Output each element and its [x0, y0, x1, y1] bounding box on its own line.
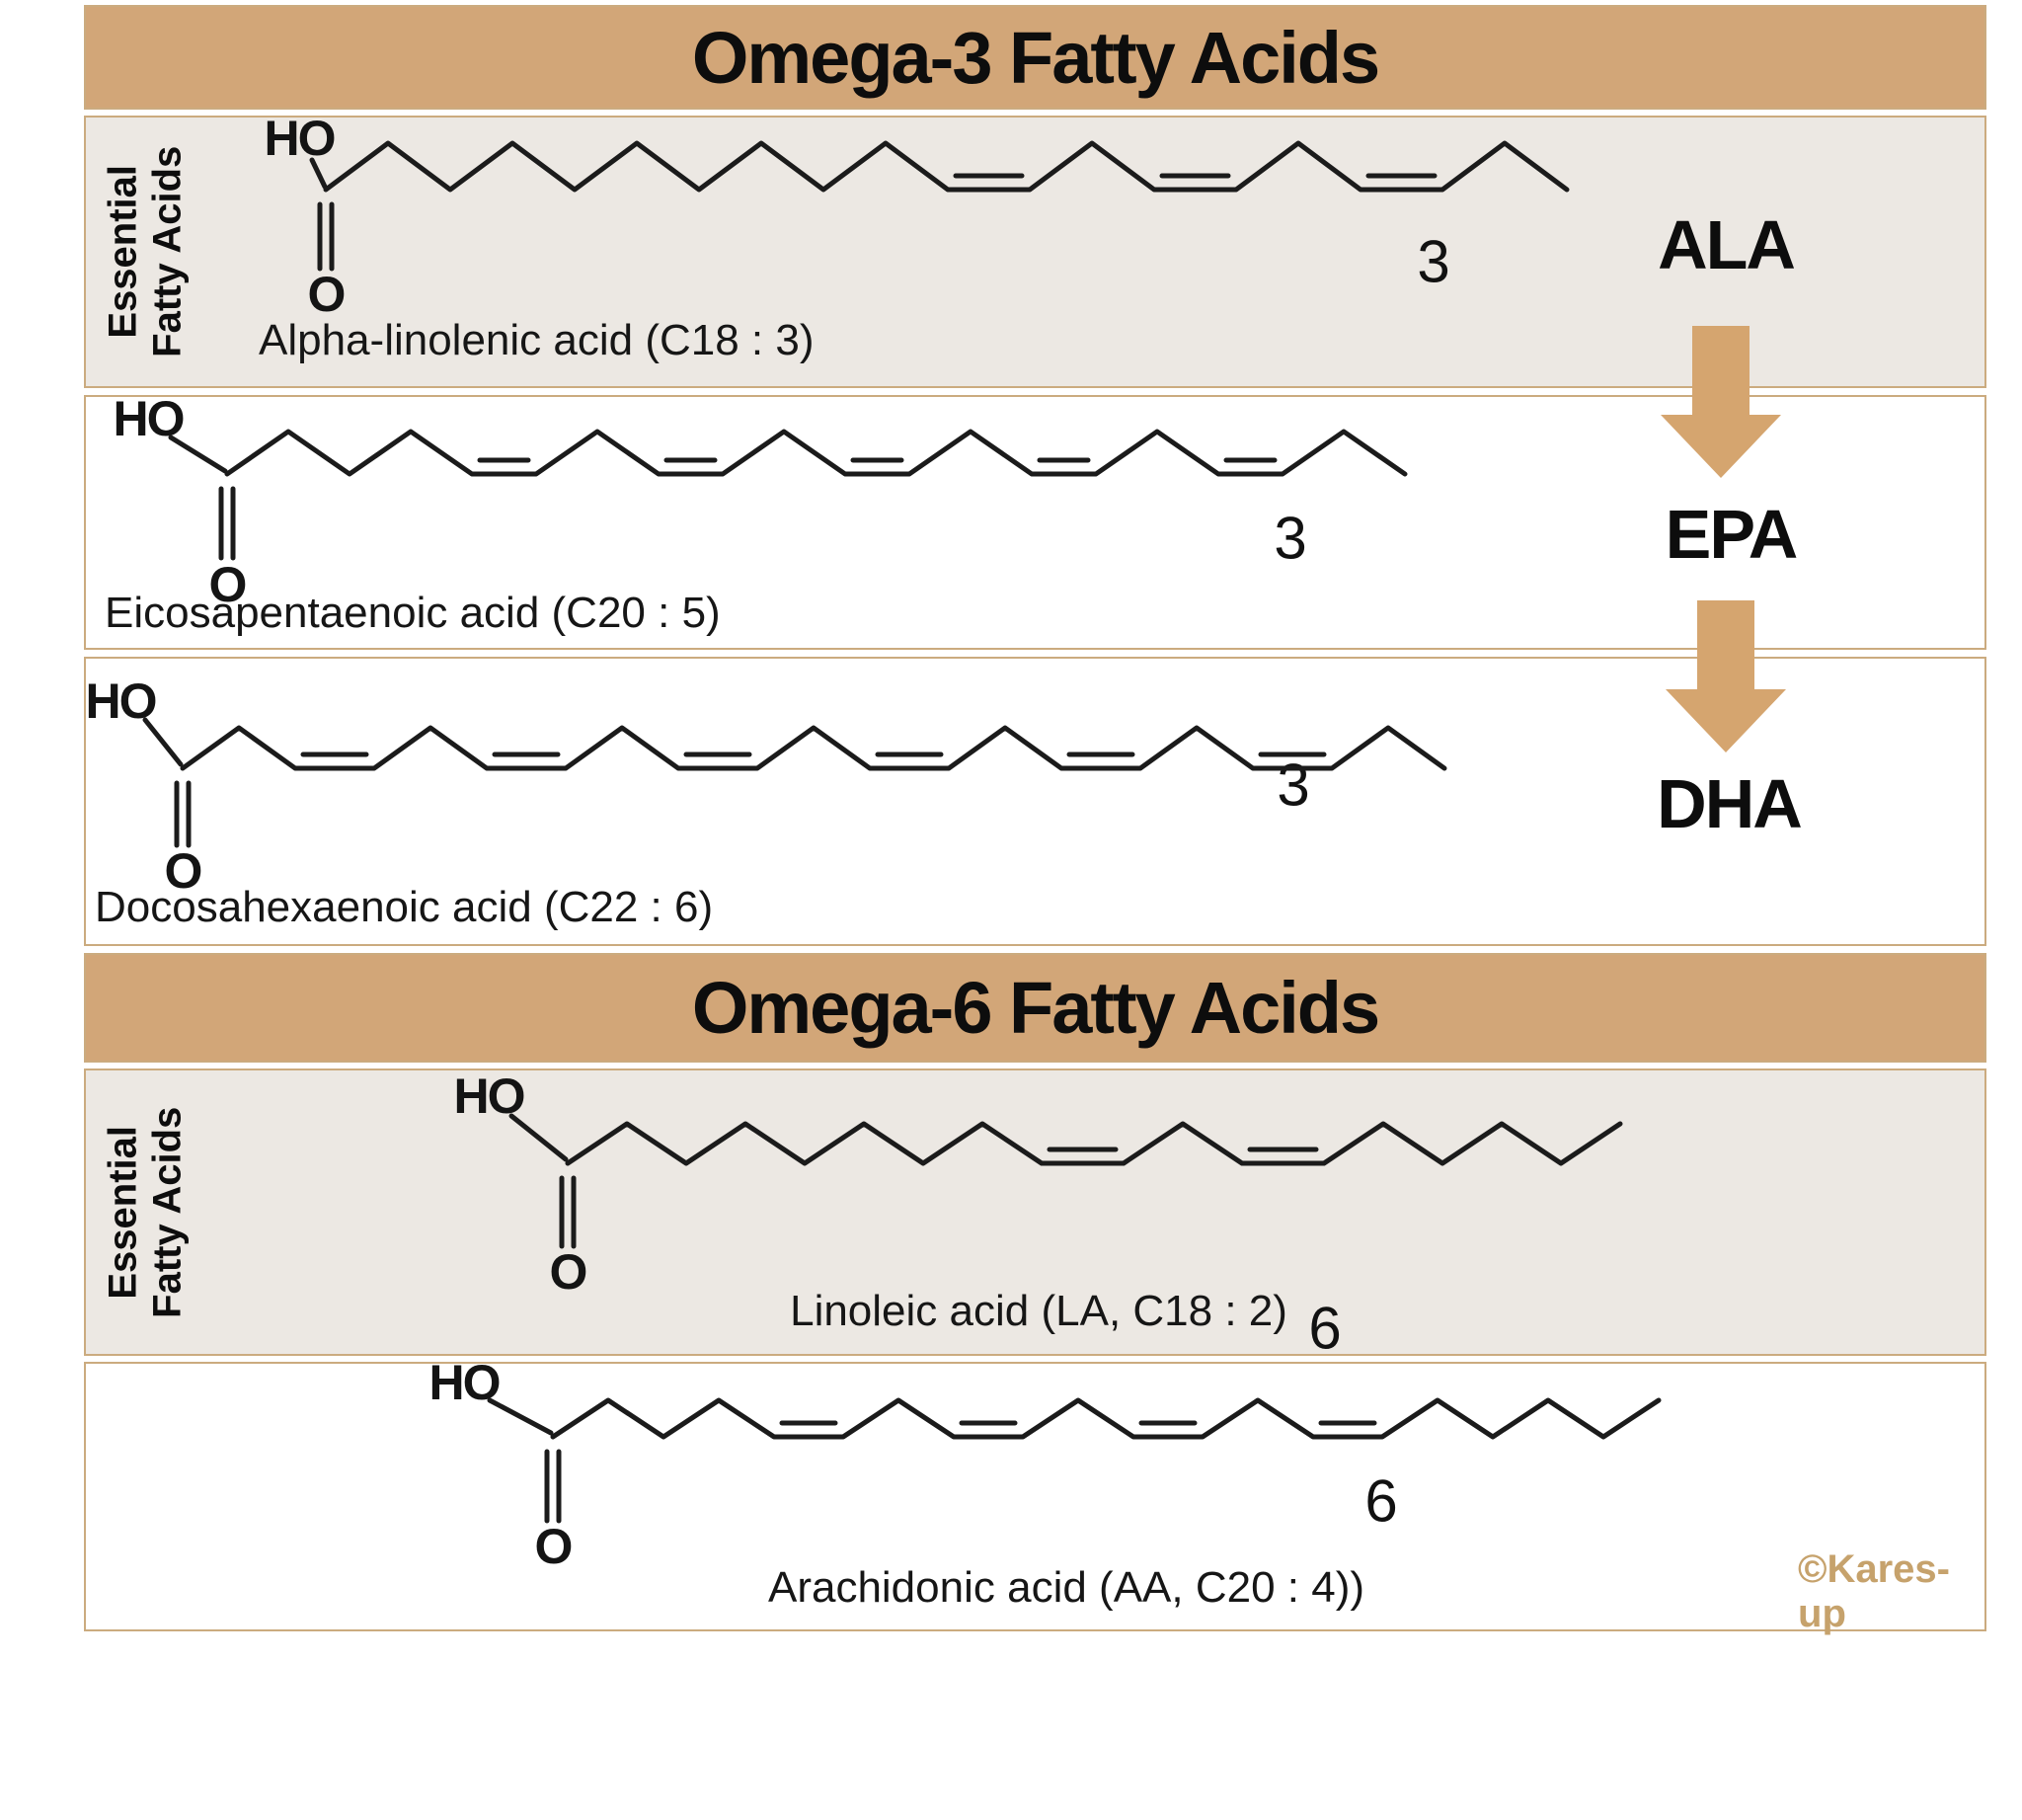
- linoleic-omega-number: 6: [1308, 1295, 1342, 1362]
- omega6-header-bar: Omega-6 Fatty Acids: [84, 953, 1986, 1063]
- side-label-line1: Essential: [101, 1125, 145, 1300]
- omega6-essential-side-label: Essential Fatty Acids: [84, 1068, 207, 1356]
- omega3-header-bar: Omega-3 Fatty Acids: [84, 5, 1986, 110]
- linoleic-name-label: Linoleic acid (LA, C18 : 2): [790, 1287, 1287, 1335]
- dha-name-label: Docosahexaenoic acid (C22 : 6): [95, 883, 714, 931]
- arachidonic-omega-number: 6: [1364, 1467, 1398, 1535]
- omega3-essential-side-label: Essential Fatty Acids: [84, 116, 207, 388]
- watermark-text: ©Kares-up: [1798, 1547, 1950, 1635]
- ala-omega-number: 3: [1417, 228, 1450, 295]
- ala-abbr-label: ALA: [1658, 206, 1796, 283]
- side-label-line2: Fatty Acids: [145, 145, 190, 358]
- omega3-title: Omega-3 Fatty Acids: [691, 16, 1380, 99]
- dha-abbr-label: DHA: [1657, 765, 1803, 842]
- side-label-line2: Fatty Acids: [145, 1106, 190, 1318]
- omega6-title: Omega-6 Fatty Acids: [691, 967, 1380, 1049]
- side-label-line1: Essential: [101, 165, 145, 339]
- epa-abbr-label: EPA: [1665, 496, 1799, 573]
- epa-omega-number: 3: [1274, 505, 1307, 572]
- linoleic-row: [84, 1068, 1986, 1356]
- arachidonic-name-label: Arachidonic acid (AA, C20 : 4)): [767, 1563, 1365, 1612]
- ala-name-label: Alpha-linolenic acid (C18 : 3): [259, 316, 815, 364]
- epa-name-label: Eicosapentaenoic acid (C20 : 5): [105, 589, 721, 637]
- dha-omega-number: 3: [1277, 752, 1310, 819]
